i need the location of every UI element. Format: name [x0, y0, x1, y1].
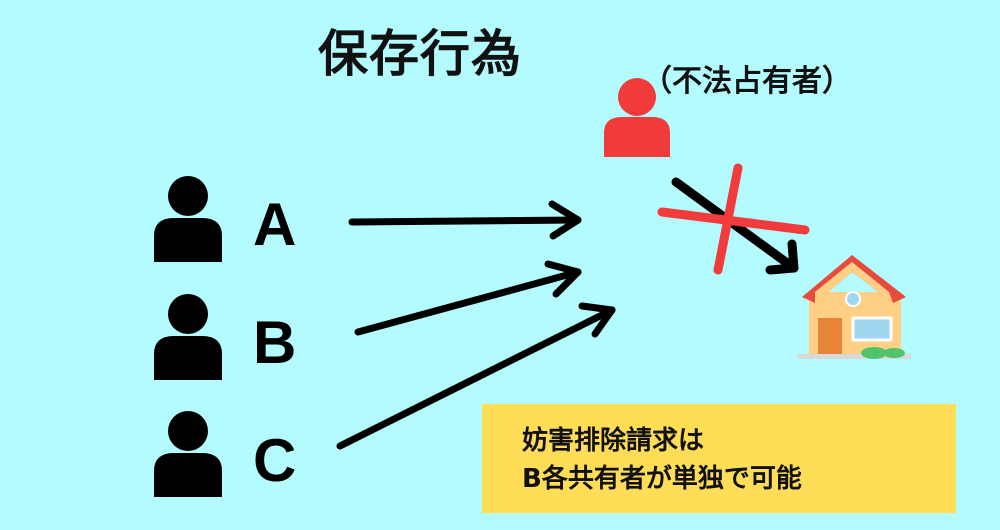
person-c-icon	[154, 411, 222, 497]
note-line-1: 妨害排除請求は	[522, 426, 705, 456]
person-label-a: A	[253, 191, 297, 258]
house-icon	[797, 255, 911, 359]
note-box: 妨害排除請求は B各共有者が単独で可能	[482, 404, 956, 513]
cross-mark-icon	[657, 163, 810, 275]
person-label-c: C	[253, 427, 297, 494]
arrow-a	[348, 200, 582, 240]
occupier-label: （不法占有者）	[642, 64, 852, 99]
person-a-icon	[154, 176, 222, 262]
note-line-2: B各共有者が単独で可能	[522, 464, 802, 494]
person-b-icon	[154, 294, 222, 380]
occupier-person-icon	[604, 78, 670, 157]
arrow-c	[336, 302, 616, 450]
person-label-b: B	[253, 309, 297, 376]
page-title: 保存行為	[318, 25, 522, 83]
arrow-b	[354, 260, 582, 336]
